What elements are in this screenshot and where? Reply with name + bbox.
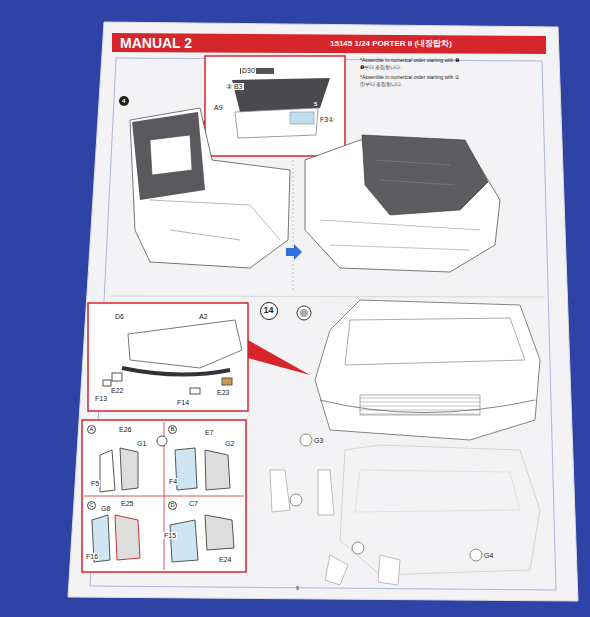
step-letter: B [168, 425, 177, 434]
part-number: ② B3 [225, 83, 244, 90]
step-number: 14 [260, 302, 278, 320]
part-number: D30 [241, 67, 256, 74]
part-number: E7 [204, 429, 215, 436]
step-dot: 5 [314, 101, 317, 107]
part-number: F3① [319, 116, 335, 123]
part-number: E25 [120, 500, 134, 507]
step-letter: A [87, 425, 96, 434]
part-number: G8 [100, 505, 111, 512]
part-number: E26 [118, 426, 132, 433]
part-number: G3 [314, 437, 323, 444]
part-number: F15 [163, 532, 177, 539]
part-number: D6 [114, 313, 125, 320]
part-number: F4 [168, 478, 178, 485]
part-number: G4 [484, 552, 493, 559]
step-letter: C [87, 501, 96, 510]
part-number: E23 [216, 389, 230, 396]
part-number: G2 [224, 440, 235, 447]
step-dot: 4 [122, 98, 125, 104]
part-number: E22 [110, 387, 124, 394]
part-number: G1 [136, 440, 147, 447]
note: ❶부터 조립합니다. [360, 65, 402, 70]
part-number: C7 [188, 500, 199, 507]
parts-box: D30 ② B3 A9F3① [205, 56, 345, 156]
part-number: A9 [213, 104, 224, 111]
part-number: F14 [176, 399, 190, 406]
parts-box: A E26G1F5 B F4 E7G2C G8 E25F16 D C7F15E24 [82, 420, 246, 572]
step-number-text: 14 [262, 306, 274, 315]
product-name: 15145 1/24 PORTER II (내장탑차) [330, 40, 452, 48]
step-letter: D [168, 501, 177, 510]
note: *Assemble in numerical order starting wi… [360, 75, 459, 80]
part-number: F16 [85, 553, 99, 560]
parts-box: D6 A2F13E22 E23F14 [88, 303, 248, 411]
manual-title: MANUAL 2 [120, 36, 192, 50]
page-number: 9 [296, 586, 299, 591]
part-number: F5 [90, 480, 100, 487]
part-number: A2 [198, 313, 209, 320]
part-number: F13 [94, 395, 108, 402]
note: ①부터 조립합니다. [360, 82, 403, 87]
part-number: E24 [218, 556, 232, 563]
note: *Assemble in numerical order starting wi… [360, 58, 459, 63]
